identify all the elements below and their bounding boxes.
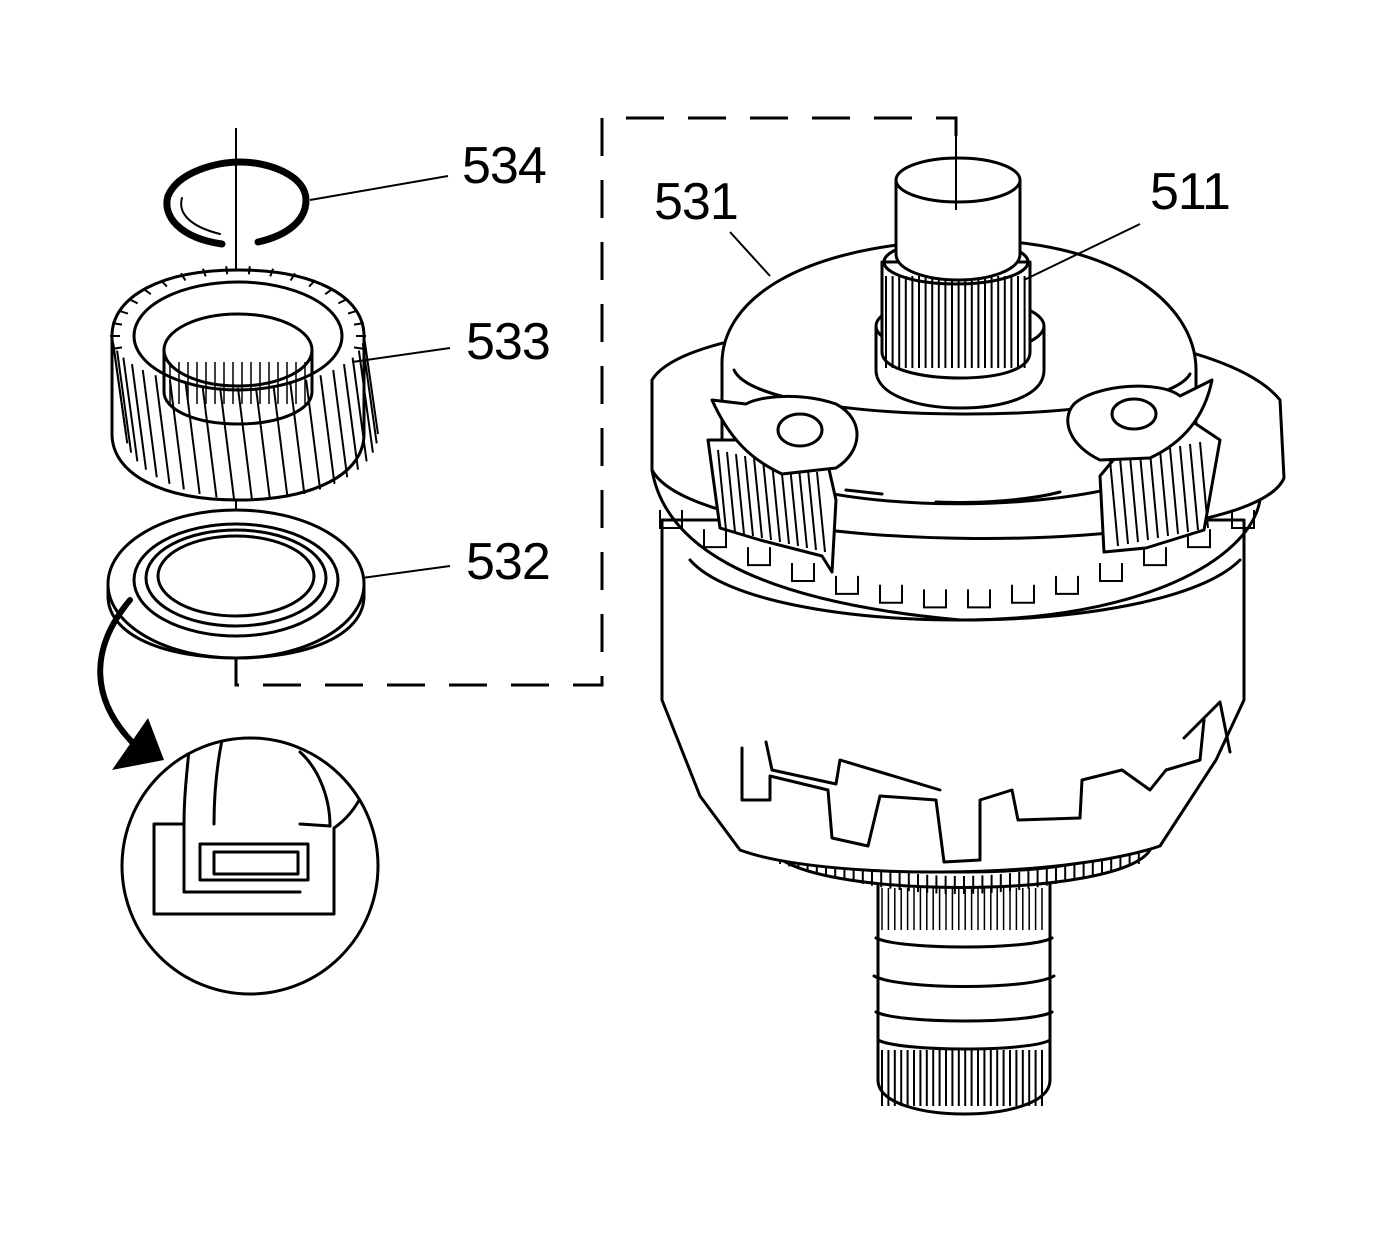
leader-511 bbox=[1023, 223, 1141, 281]
curved-arrow-icon bbox=[97, 597, 164, 770]
leader-532 bbox=[361, 565, 451, 579]
shaft-511 bbox=[874, 118, 1046, 410]
magnified-detail-icon bbox=[120, 736, 380, 996]
callout-534: 534 bbox=[462, 137, 547, 195]
callout-531: 531 bbox=[654, 173, 739, 231]
callout-511: 511 bbox=[1150, 163, 1231, 221]
callout-533: 533 bbox=[466, 313, 551, 371]
leader-531 bbox=[729, 231, 771, 277]
snap-ring-534 bbox=[163, 158, 310, 248]
leader-534 bbox=[309, 175, 449, 201]
thrust-washer-532 bbox=[106, 508, 366, 660]
helical-gear-533 bbox=[110, 266, 379, 502]
leader-533 bbox=[351, 347, 451, 363]
callout-532: 532 bbox=[466, 533, 551, 591]
